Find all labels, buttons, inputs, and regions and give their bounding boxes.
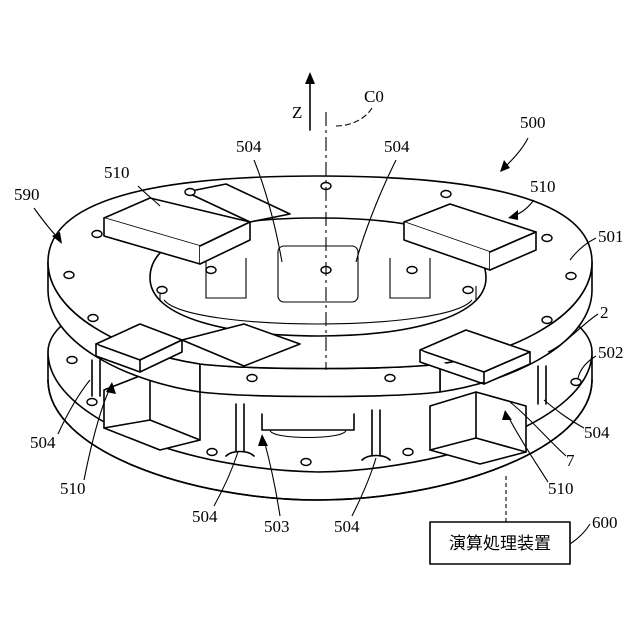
label-600: 600: [592, 513, 618, 532]
z-axis-label: Z: [292, 103, 302, 122]
label-501: 501: [598, 227, 624, 246]
label-7: 7: [566, 451, 575, 470]
label-510-top-left: 510: [104, 163, 130, 182]
label-500: 500: [520, 113, 546, 132]
label-504-top-right: 504: [384, 137, 410, 156]
label-503: 503: [264, 517, 290, 536]
label-504-right: 504: [584, 423, 610, 442]
processor-box-text: 演算処理装置: [449, 534, 551, 554]
label-504-left: 504: [30, 433, 56, 452]
label-590: 590: [14, 185, 40, 204]
label-2: 2: [600, 303, 609, 322]
label-510-top-right: 510: [530, 177, 556, 196]
label-504-top-left: 504: [236, 137, 262, 156]
label-510-bottom-right: 510: [548, 479, 574, 498]
label-504-bottom-left: 504: [192, 507, 218, 526]
label-502: 502: [598, 343, 624, 362]
label-510-bottom-left: 510: [60, 479, 86, 498]
label-504-bottom-right: 504: [334, 517, 360, 536]
center-line-label: C0: [364, 87, 384, 106]
